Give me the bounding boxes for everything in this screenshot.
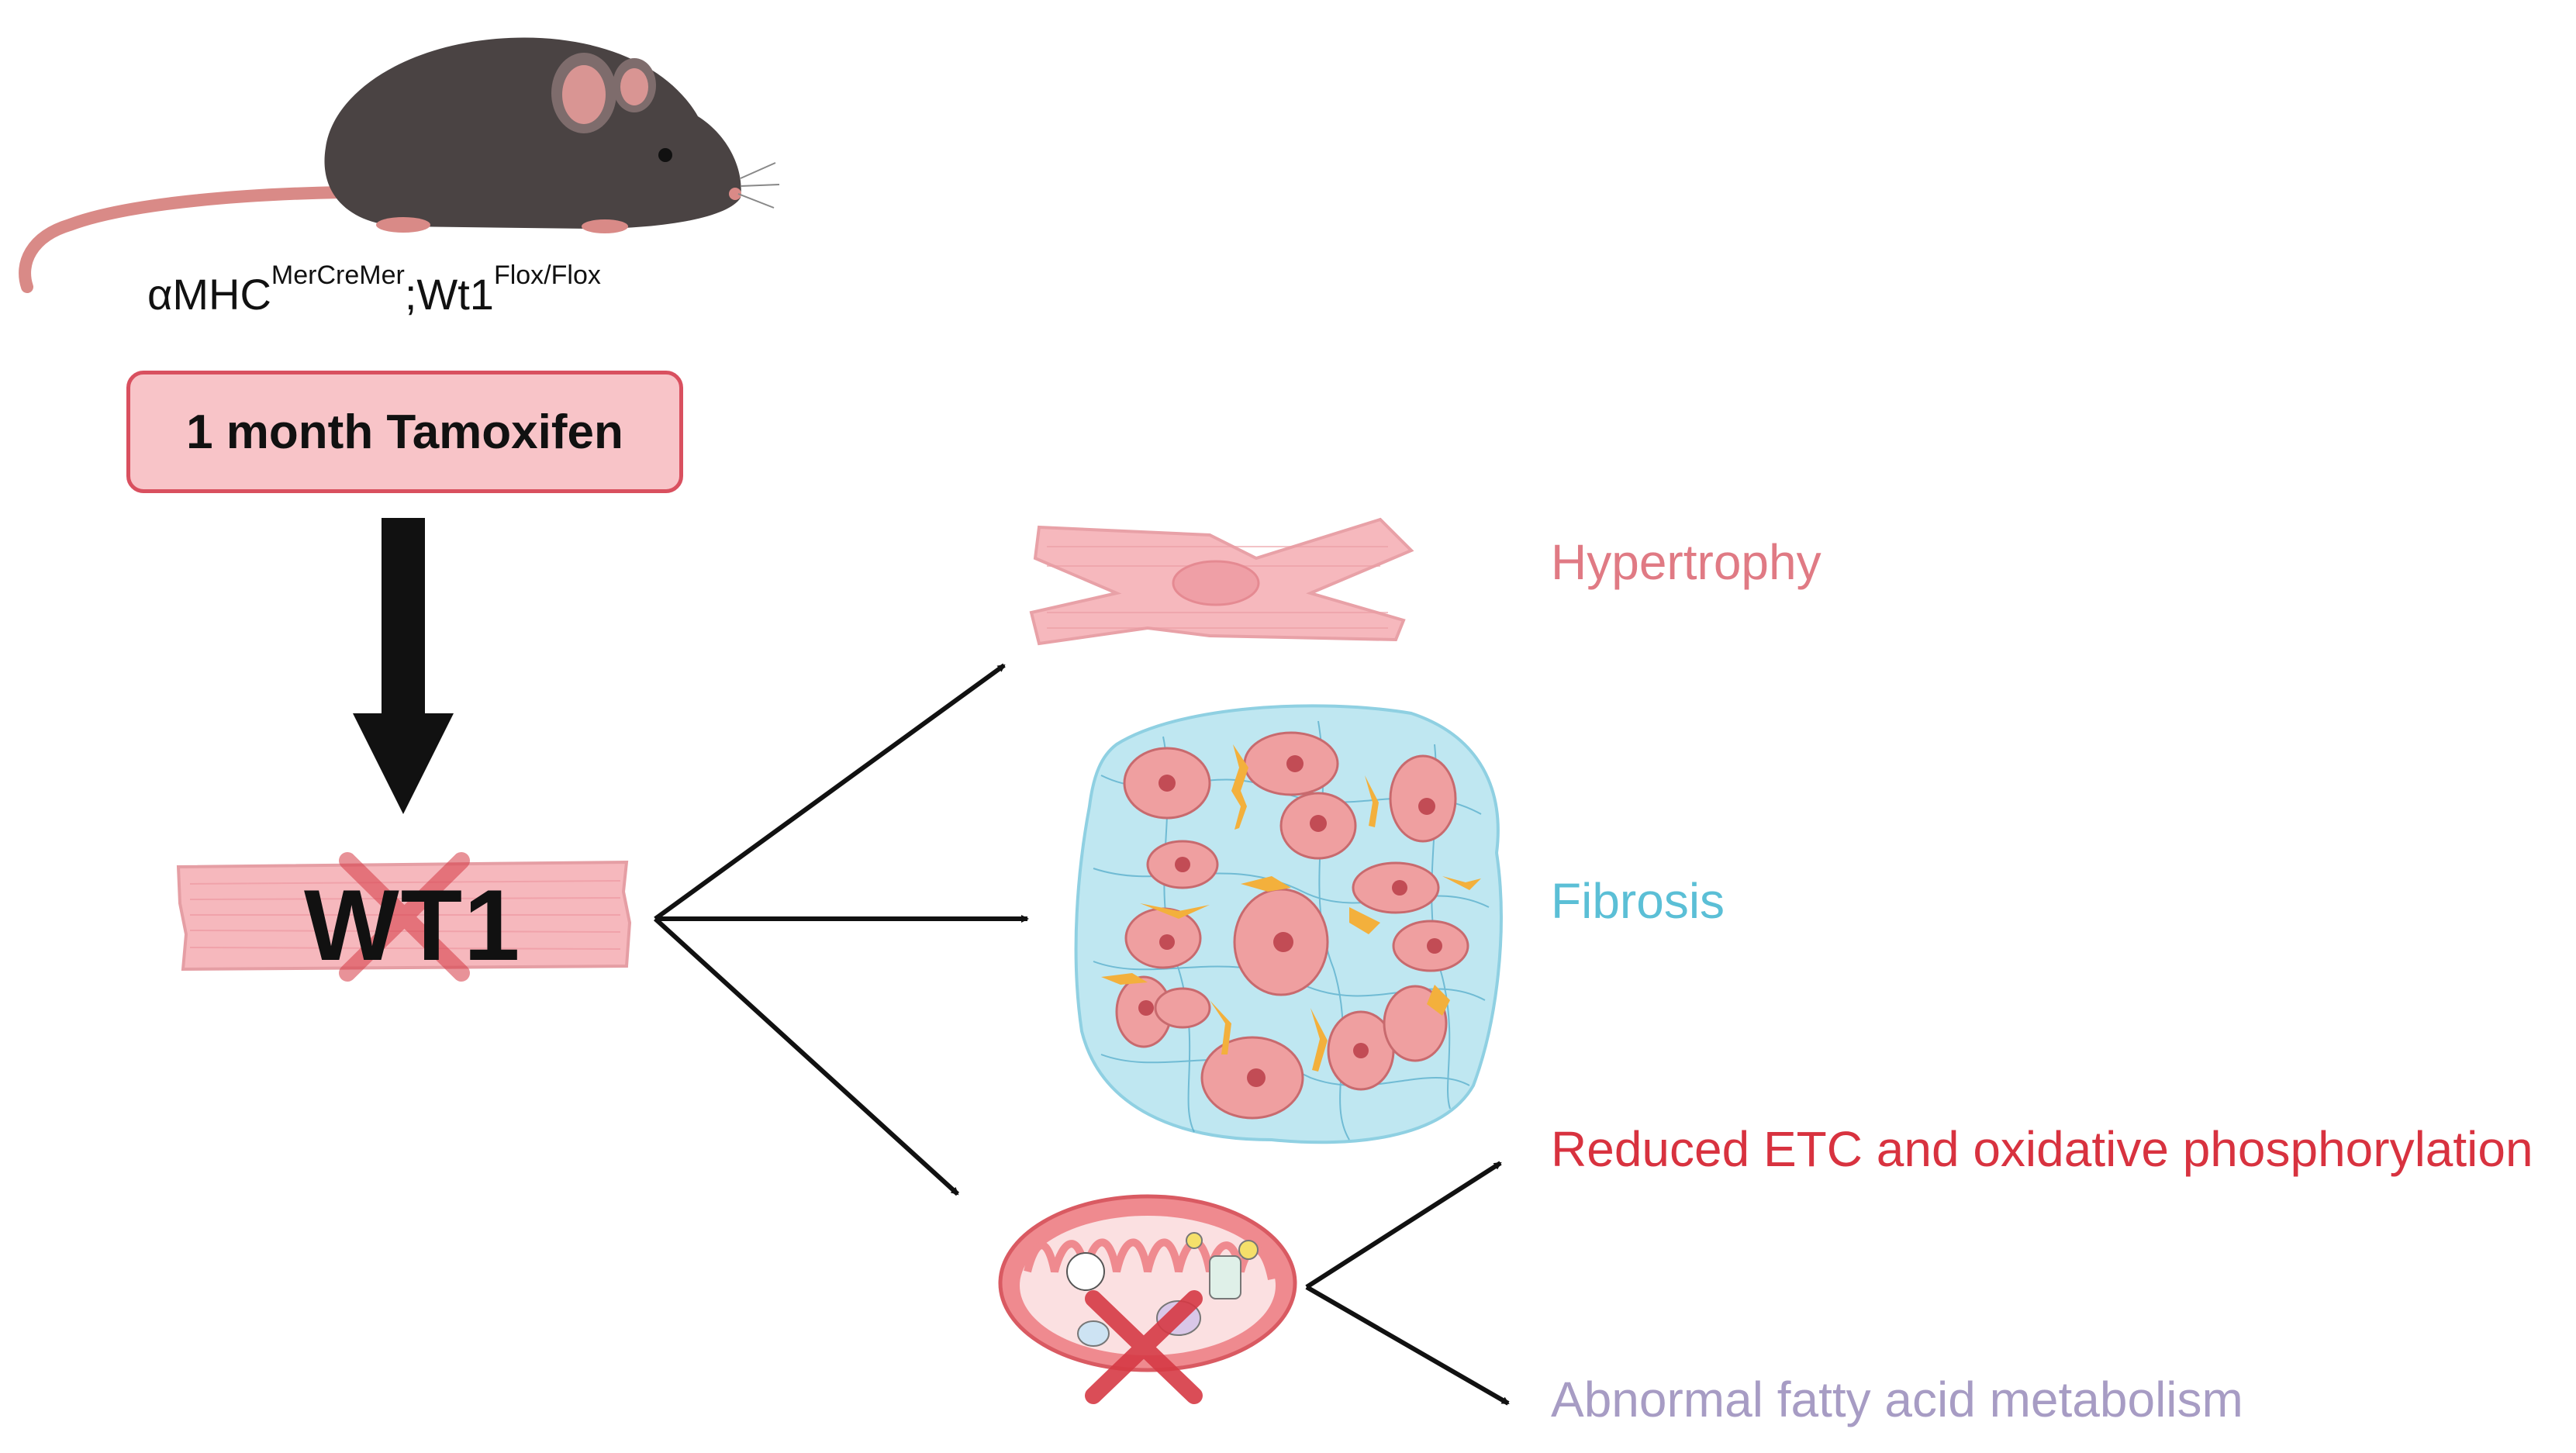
mouse-icon [19,37,780,293]
down-arrow-icon [353,518,454,814]
cardiomyocyte-icon [1029,517,1414,646]
outcome-etc: Reduced ETC and oxidative phosphorylatio… [1551,1121,2533,1177]
outcome-fatty-acid: Abnormal fatty acid metabolism [1551,1372,2243,1427]
treatment-box: 1 month Tamoxifen [126,371,683,493]
mitochondrion-icon [998,1194,1297,1372]
cross-icon [339,852,470,982]
fibrosis-tissue-icon [1074,704,1503,1144]
mito-cross-icon [1085,1290,1203,1404]
outcome-hypertrophy: Hypertrophy [1551,534,1822,590]
outcome-fibrosis: Fibrosis [1551,873,1725,929]
genotype-label: αMHCMerCreMer;Wt1Flox/Flox [147,261,601,319]
treatment-label: 1 month Tamoxifen [186,405,623,459]
branch-arrows [653,663,1510,1406]
gene-label: WT1 [304,868,522,982]
